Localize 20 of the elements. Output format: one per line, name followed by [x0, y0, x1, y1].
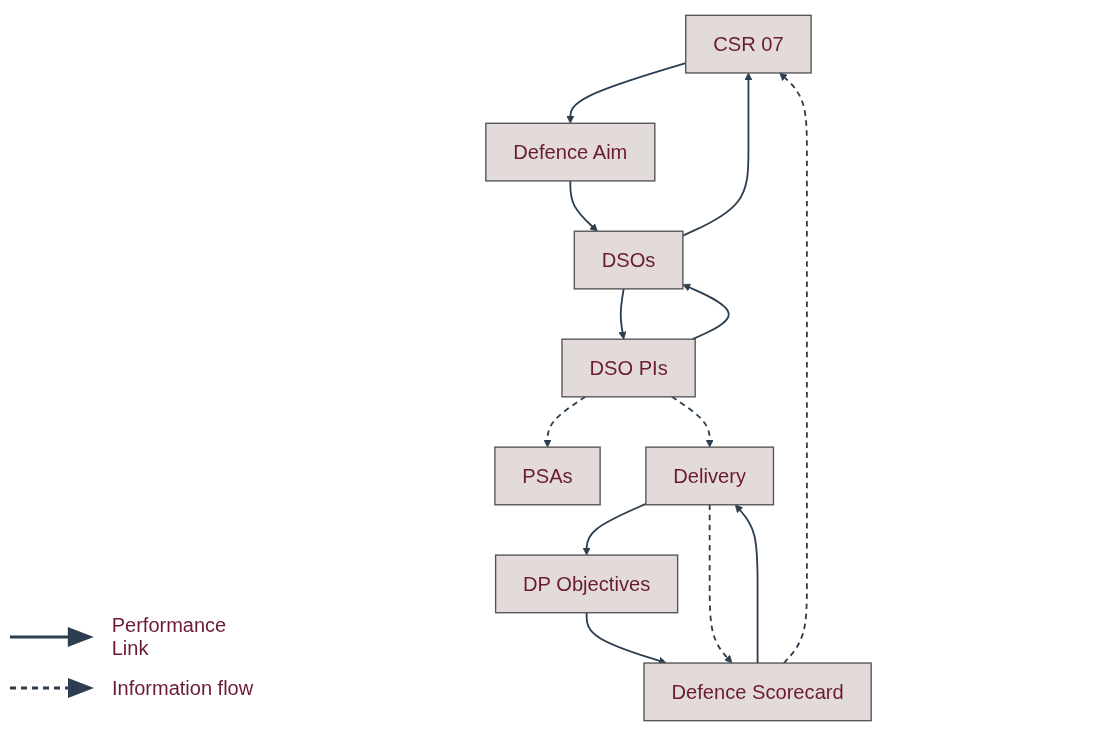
arrow [779, 72, 808, 664]
arrow [670, 395, 714, 448]
node-box: PSAs [494, 446, 601, 506]
legend-label: Performance Link [111, 614, 228, 660]
node-box: DSOs [573, 230, 684, 290]
node-box: CSR 07 [685, 14, 812, 74]
arrow [682, 283, 730, 341]
legend-label: Information flow [112, 676, 254, 700]
arrow [618, 287, 627, 340]
node-box: DSO PIs [561, 338, 696, 398]
node-box: Defence Scorecard [643, 662, 872, 722]
arrow [734, 504, 759, 664]
arrow [585, 611, 667, 665]
node-box: Delivery [645, 446, 775, 506]
node-box: Defence Aim [485, 122, 656, 182]
arrow [708, 503, 733, 664]
node-box: DP Objectives [494, 554, 679, 614]
arrow [543, 395, 587, 448]
arrow [569, 180, 598, 232]
arrow [582, 503, 647, 556]
